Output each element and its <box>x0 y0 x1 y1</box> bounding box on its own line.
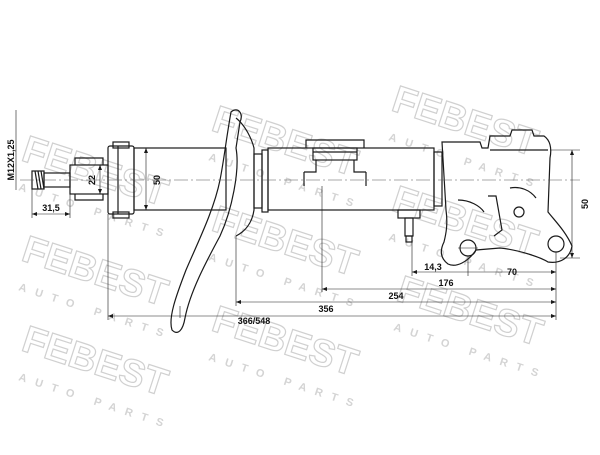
dim-total-length-label: 366/548 <box>238 316 271 326</box>
stabilizer-bracket <box>303 139 367 186</box>
body-neck <box>433 151 443 207</box>
dimension-arrows <box>32 148 574 318</box>
dust-cover <box>133 147 227 211</box>
dimension-labels: M12X1,25 31,5 22 50 50 14,3 70 176 254 3… <box>6 139 590 326</box>
knuckle-detail <box>457 199 485 213</box>
dim-to-bracket-label: 254 <box>388 291 403 301</box>
dim-to-spring-seat-label: 356 <box>318 304 333 314</box>
watermark-brand: FEBEST <box>207 99 363 185</box>
dim-rod-dia-label: 22 <box>87 175 97 185</box>
watermark-brand: FEBEST <box>387 79 543 165</box>
dim-hole-spacing-label: 70 <box>507 267 517 277</box>
dimension-lines <box>15 110 580 320</box>
dim-to-hole-label: 176 <box>438 278 453 288</box>
spring-seat <box>170 109 242 333</box>
dim-thread-label: M12X1,25 <box>6 139 16 180</box>
watermark-brand: FEBEST <box>17 229 173 315</box>
knuckle-bracket <box>440 129 573 266</box>
dim-hole-dia-label: 14,3 <box>424 262 442 272</box>
knuckle-detail <box>509 186 537 199</box>
dim-rod-length-label: 31,5 <box>42 203 60 213</box>
dim-bracket-height-label: 50 <box>580 199 590 209</box>
watermark-brand: FEBEST <box>207 299 363 385</box>
mount-hole-lower <box>547 235 565 253</box>
dim-body-dia-label: 50 <box>152 175 162 185</box>
knuckle-bolt-boss <box>513 206 525 218</box>
abs-bracket <box>397 209 421 243</box>
watermark-brand: FEBEST <box>207 199 363 285</box>
knuckle-detail <box>488 195 503 237</box>
